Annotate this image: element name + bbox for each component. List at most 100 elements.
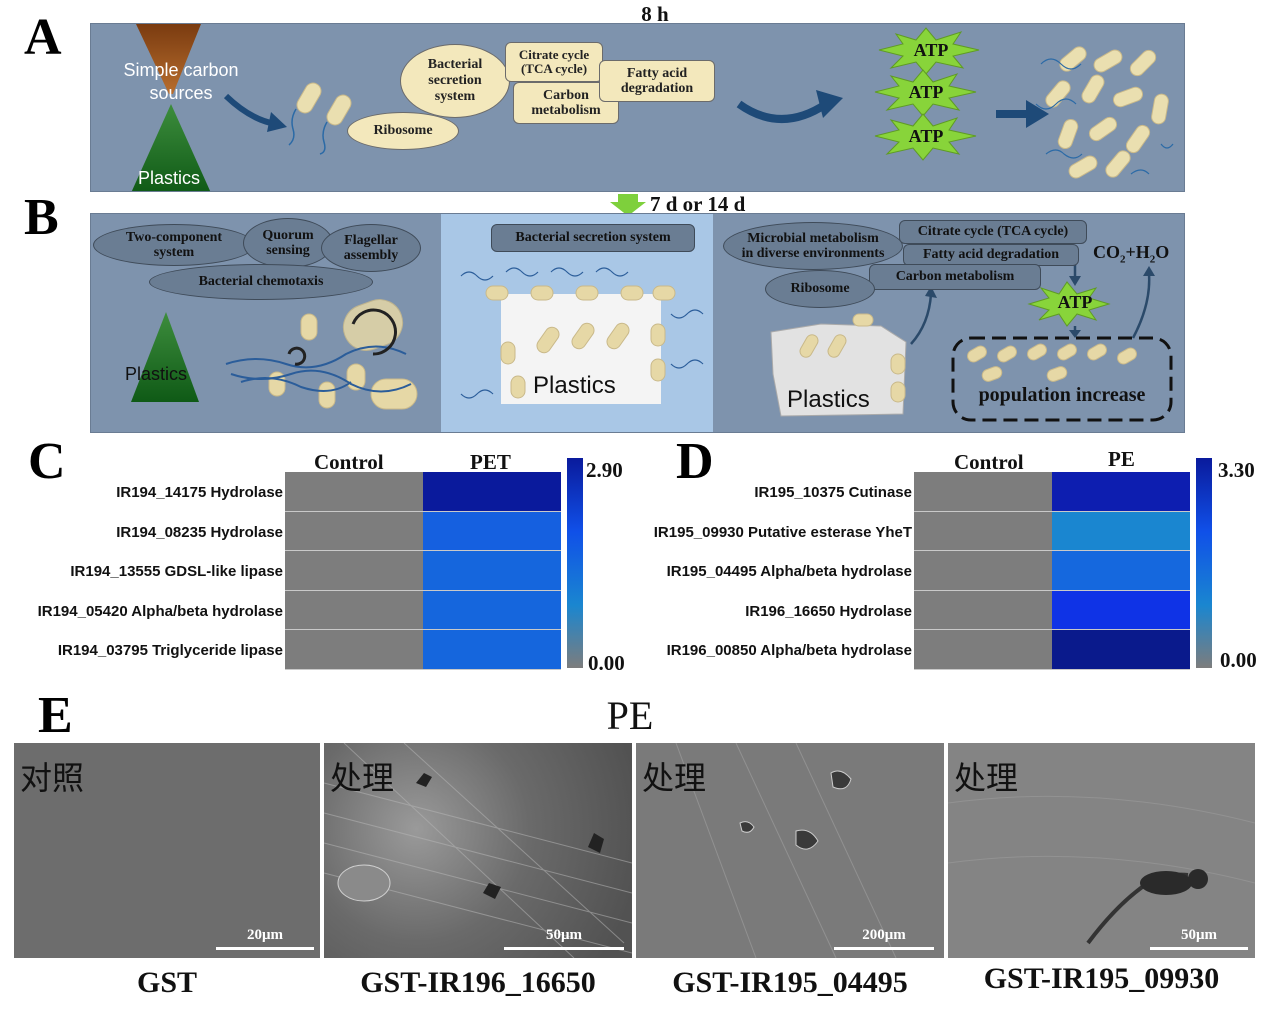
panel-c-col-control: Control	[314, 450, 384, 474]
sem-caption-1: GST	[136, 966, 198, 999]
atp-label-2: ATP	[908, 82, 944, 102]
sem-image-3: 处理 200μm	[636, 743, 944, 958]
sem-caption-4: GST-IR195_09930	[983, 962, 1220, 995]
panel-letter-c: C	[28, 433, 66, 490]
scalebar-text-2: 50μm	[546, 927, 582, 943]
atp-label-3: ATP	[908, 126, 944, 146]
colorbar-d-max: 3.30	[1218, 458, 1255, 482]
flagella-icon	[460, 267, 704, 399]
heatmap-cell-control	[914, 511, 1052, 552]
sem-texture-4	[948, 795, 1255, 945]
quorum-ellipse: Quorum sensing	[243, 218, 333, 268]
heatmap-cell-treatment	[1052, 511, 1190, 552]
arrowhead-icon	[1069, 330, 1081, 338]
rotation-icon	[287, 308, 397, 366]
colorbar-c-max: 2.90	[586, 458, 623, 482]
heatmap-cell-treatment	[423, 472, 561, 512]
sem-label-4: 处理	[954, 759, 1019, 797]
o-text: O	[1155, 242, 1170, 262]
sem-image-2: 处理 50μm	[324, 743, 632, 958]
heatmap-cell-treatment	[1052, 630, 1190, 670]
two-component-ellipse: Two-component system	[93, 224, 255, 266]
heatmap-row-label: IR196_00850 Alpha/beta hydrolase	[666, 642, 912, 660]
secretion-bubble: Bacterial secretion system	[400, 44, 510, 118]
fatty-box-b: Fatty acid degradation	[903, 244, 1079, 266]
panel-d-col-control: Control	[954, 450, 1024, 474]
flagellar-ellipse: Flagellar assembly	[321, 224, 421, 272]
population-label: population increase	[978, 384, 1146, 406]
colorbar-d-min: 0.00	[1220, 648, 1257, 672]
panel-letter-d: D	[676, 433, 714, 490]
heatmap-cell-treatment	[1052, 472, 1190, 512]
ribosome-ellipse-b: Ribosome	[765, 270, 875, 308]
arrow-icon	[1131, 273, 1151, 339]
sem-texture-3	[675, 743, 897, 958]
panel-b-time-label: 7 d or 14 d	[650, 192, 746, 216]
plastics-label-b-mid: Plastics	[533, 372, 616, 399]
heatmap-cell-control	[285, 551, 423, 591]
h2o-sub: 2	[1149, 253, 1156, 266]
arrowhead-icon	[1069, 276, 1081, 286]
population-box	[951, 336, 1173, 422]
heatmap-row-label: IR195_10375 Cutinase	[754, 484, 912, 501]
fatty-box: Fatty acid degradation	[599, 60, 715, 102]
colorbar-c	[567, 458, 583, 668]
ribosome-bubble: Ribosome	[347, 112, 459, 150]
heatmap-cell-treatment	[423, 551, 561, 591]
bacterium-icon	[296, 82, 322, 114]
colorbar-d	[1196, 458, 1212, 668]
heatmap-cell-control	[285, 472, 423, 512]
plus-h-text: +H	[1125, 242, 1150, 262]
bacteria-cluster-icon	[1045, 46, 1169, 179]
panel-d-col-treat: PE	[1108, 447, 1135, 471]
sem-label-3: 处理	[642, 759, 707, 797]
heatmap-row-label: IR195_09930 Putative esterase YheT	[653, 523, 912, 541]
plastic-cone-icon	[131, 312, 199, 402]
plastics-label-b-right: Plastics	[787, 386, 870, 413]
heatmap-row-label: IR194_13555 GDSL-like lipase	[70, 563, 283, 581]
scalebar-4	[1150, 947, 1248, 950]
heatmap-cell-control	[914, 630, 1052, 670]
scalebar-text-1: 20μm	[247, 927, 283, 943]
panel-c-col-treat: PET	[470, 450, 511, 474]
co2-sub: 2	[1120, 253, 1126, 266]
panel-a: Simple carbon sources Plastics Bacterial…	[90, 23, 1185, 192]
heatmap-row-label: IR194_14175 Hydrolase	[116, 484, 283, 501]
bacterium-icon	[326, 94, 352, 126]
bacteria-left-icon	[268, 299, 418, 410]
sem-image-4: 处理 50μm	[948, 743, 1255, 958]
heatmap-row-label: IR196_16650 Hydrolase	[745, 602, 912, 620]
down-arrow-icon	[610, 194, 646, 216]
heatmap-cell-treatment	[1052, 590, 1190, 631]
scalebar-3	[834, 947, 934, 950]
atp-burst-icon	[1027, 281, 1111, 327]
bacteria-mid-icon	[485, 285, 676, 399]
citrate-box-b: Citrate cycle (TCA cycle)	[899, 220, 1087, 244]
co2-text: CO	[1093, 242, 1120, 262]
atp-burst-icon	[874, 113, 977, 161]
plastics-label-b-left: Plastics	[125, 364, 188, 384]
atp-label-1: ATP	[913, 40, 949, 60]
arrowhead-icon	[1026, 100, 1049, 128]
heatmap-cell-treatment	[1052, 551, 1190, 591]
arrowhead-icon	[1143, 266, 1155, 276]
arrowhead-icon	[267, 112, 287, 132]
heatmap-row-label: IR194_05420 Alpha/beta hydrolase	[37, 602, 283, 620]
carbon-cone-icon	[136, 24, 201, 94]
arrowhead-icon	[816, 90, 843, 118]
heatmap-row-label: IR194_08235 Hydrolase	[116, 523, 283, 541]
sem-texture-2	[324, 743, 632, 958]
arrow-icon	[910, 293, 933, 345]
heatmap-cell-control	[914, 472, 1052, 512]
heatmap-cell-treatment	[423, 630, 561, 670]
arrowhead-icon	[925, 286, 937, 298]
scalebar-text-3: 200μm	[862, 927, 906, 943]
flagella-icon	[1035, 58, 1174, 175]
colorbar-c-min: 0.00	[588, 651, 625, 675]
scalebar-2	[504, 947, 624, 950]
panel-b-graphics	[131, 258, 1173, 422]
heatmap-cell-control	[914, 590, 1052, 631]
arrow-icon	[736, 100, 829, 123]
heatmap-row-label: IR195_04495 Alpha/beta hydrolase	[666, 563, 912, 581]
heatmap-row-label: IR194_03795 Triglyceride lipase	[57, 642, 283, 660]
